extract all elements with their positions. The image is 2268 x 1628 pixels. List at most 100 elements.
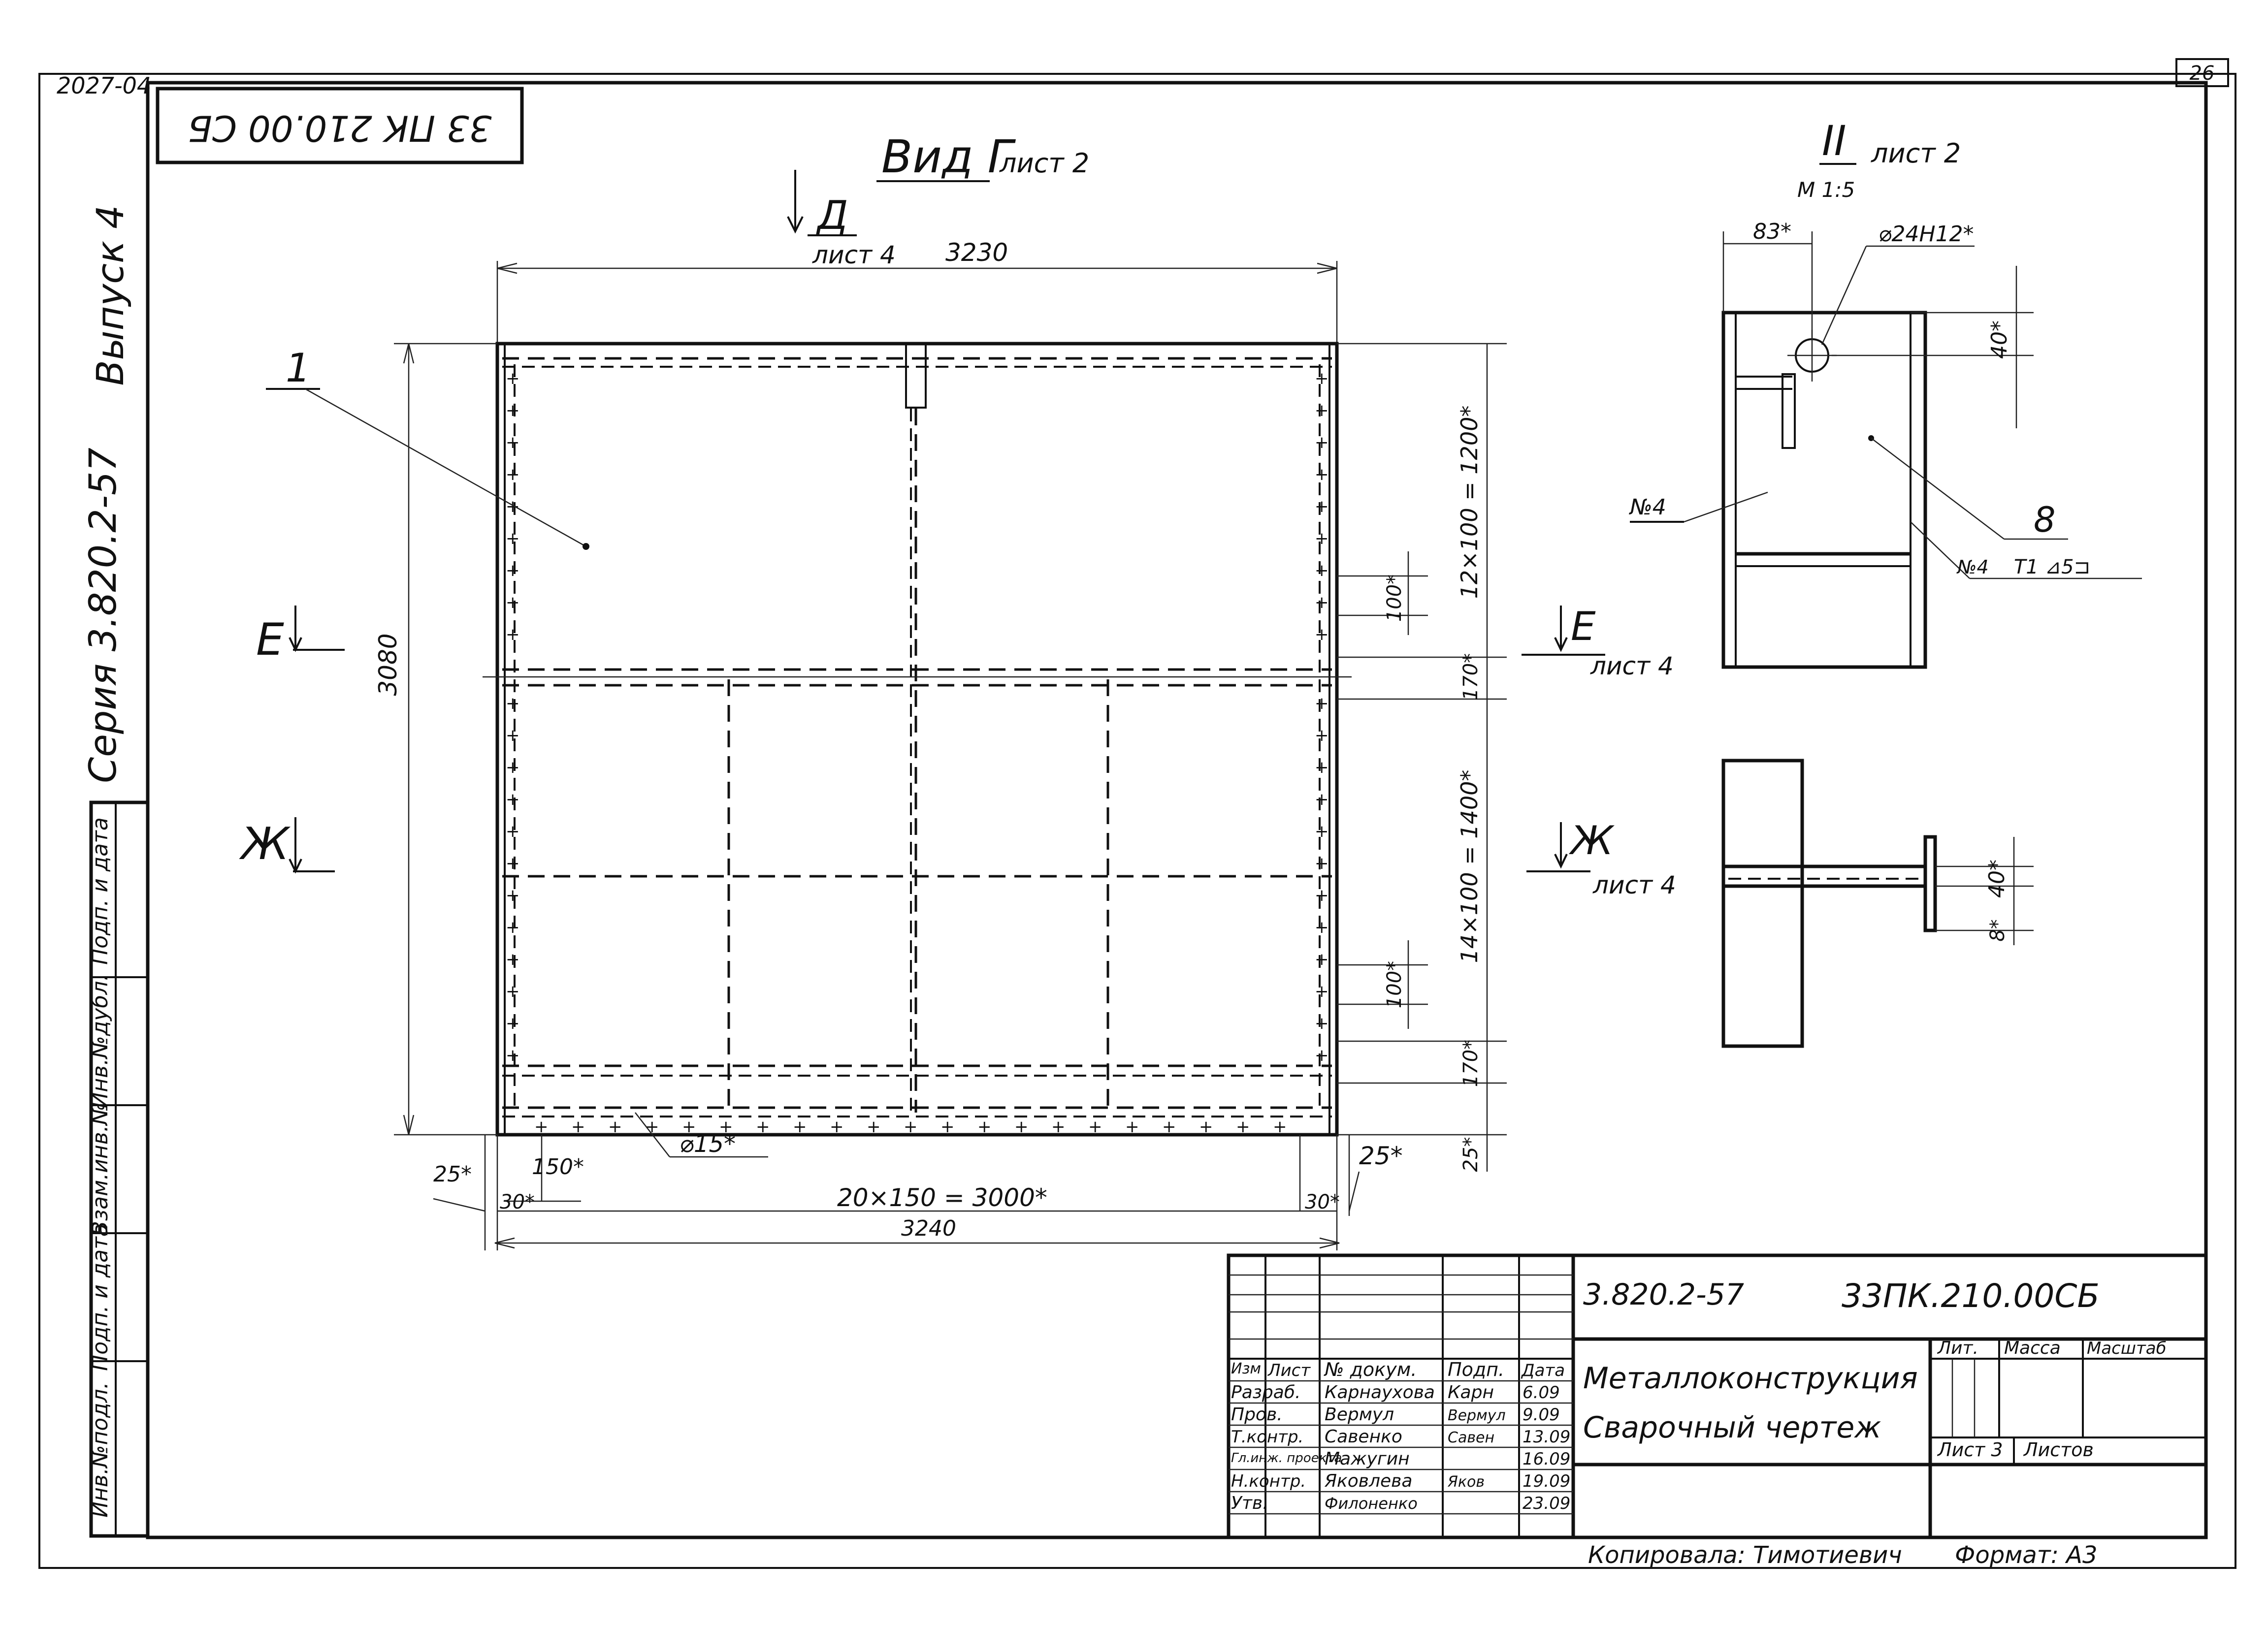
dim-height-left: 3080: [374, 633, 402, 696]
tb-list: Лист: [1267, 1361, 1311, 1380]
svg-text:+: +: [1315, 982, 1329, 1001]
side-col-4: Инв.№дубл.: [88, 974, 113, 1108]
side-col-1: Инв.№подл.: [88, 1382, 113, 1518]
stamp-box: [156, 87, 524, 164]
svg-text:+: +: [506, 918, 520, 937]
section-e: Е: [1571, 604, 1596, 649]
dim-width-bottom: 3240: [901, 1216, 956, 1241]
svg-text:+: +: [506, 726, 520, 745]
svg-text:+: +: [506, 982, 520, 1001]
tb-doc-code: 33ПК.210.00СБ: [1842, 1277, 2100, 1315]
svg-text:Мажугин: Мажугин: [1325, 1449, 1410, 1469]
side-col-5: Подп. и дата: [88, 817, 113, 965]
svg-text:+: +: [1125, 1117, 1139, 1137]
dim-25-right: 25*: [1359, 1142, 1403, 1170]
svg-text:6.09: 6.09: [1523, 1383, 1560, 1403]
svg-text:+: +: [1315, 1014, 1329, 1033]
archive-number: 2027-04: [57, 72, 151, 99]
dim-25-left: 25*: [433, 1162, 472, 1187]
svg-text:+: +: [1315, 401, 1329, 420]
tb-date: Дата: [1521, 1361, 1565, 1380]
svg-text:Савен: Савен: [1448, 1429, 1494, 1446]
pos-8: 8: [2034, 500, 2056, 540]
dim-40-ii: 40*: [1987, 320, 2012, 359]
svg-text:+: +: [830, 1117, 844, 1137]
svg-text:+: +: [506, 822, 520, 841]
svg-text:Карнаухова: Карнаухова: [1325, 1382, 1435, 1403]
svg-text:+: +: [506, 401, 520, 420]
svg-text:+: +: [534, 1117, 549, 1137]
svg-text:+: +: [506, 625, 520, 644]
svg-text:+: +: [682, 1117, 696, 1137]
sheet-number: 26: [2190, 62, 2215, 85]
tb-scale: Масштаб: [2087, 1339, 2167, 1358]
svg-text:Карн: Карн: [1448, 1382, 1494, 1403]
svg-text:+: +: [506, 465, 520, 484]
svg-text:+: +: [1315, 950, 1329, 969]
side-columns: Инв.№подл. Подп. и дата Взам.инв.№ Инв.№…: [88, 800, 150, 1538]
svg-text:+: +: [506, 758, 520, 777]
section-zh: Ж: [1568, 818, 1615, 863]
svg-text:Т.контр.: Т.контр.: [1231, 1427, 1303, 1447]
weld-right: №4: [1956, 556, 1989, 578]
tb-lit: Лит.: [1937, 1338, 1978, 1358]
detail-ii-ref: лист 2: [1871, 138, 1961, 169]
svg-text:Савенко: Савенко: [1325, 1427, 1402, 1447]
svg-text:+: +: [506, 561, 520, 580]
dim-bottom-pitch: 20×150 = 3000*: [837, 1183, 1047, 1212]
section-zh-ref: лист 4: [1592, 871, 1676, 899]
svg-text:+: +: [756, 1117, 770, 1137]
svg-text:+: +: [571, 1117, 585, 1137]
svg-text:+: +: [867, 1117, 881, 1137]
svg-text:16.09: 16.09: [1523, 1449, 1570, 1469]
svg-text:+: +: [1088, 1117, 1102, 1137]
svg-text:+: +: [1315, 433, 1329, 452]
svg-text:+: +: [1315, 758, 1329, 777]
svg-text:+: +: [1315, 822, 1329, 841]
side-col-3: Взам.инв.№: [88, 1103, 113, 1236]
issue-label: Выпуск 4: [88, 205, 132, 385]
svg-text:+: +: [506, 593, 520, 612]
dim-r-25: 25*: [1459, 1137, 1482, 1172]
tb-doc-series: 3.820.2-57: [1583, 1277, 1744, 1312]
svg-text:+: +: [506, 369, 520, 388]
svg-text:+: +: [1236, 1117, 1250, 1137]
tb-izm: Изм: [1231, 1360, 1261, 1377]
outer-frame: [38, 73, 2236, 1569]
copied-by: Копировала: Тимотиевич: [1588, 1541, 1902, 1569]
svg-text:Гл.инж. проекта: Гл.инж. проекта: [1231, 1451, 1342, 1466]
tb-sheets: Листов: [2023, 1439, 2094, 1461]
title-block: Изм Лист № докум. Подп. Дата Разраб. Кар…: [1227, 1253, 2208, 1569]
svg-text:+: +: [608, 1117, 622, 1137]
svg-text:+: +: [1315, 854, 1329, 873]
section-d-ref: лист 4: [812, 241, 896, 269]
svg-text:Филоненко: Филоненко: [1325, 1494, 1418, 1513]
dim-30-left: 30*: [500, 1191, 535, 1213]
detail-zh: 40* 8*: [1721, 759, 2034, 1048]
svg-text:+: +: [506, 433, 520, 452]
svg-text:+: +: [1199, 1117, 1213, 1137]
svg-text:+: +: [1315, 561, 1329, 580]
svg-text:+: +: [506, 854, 520, 873]
dim-r-top: 12×100 = 1200*: [1456, 406, 1483, 599]
dim-r-100: 100*: [1383, 575, 1406, 622]
svg-text:Утв.: Утв.: [1231, 1493, 1268, 1513]
sheet-number-box: [2175, 58, 2229, 87]
svg-text:+: +: [506, 886, 520, 905]
tb-name-2: Сварочный чертеж: [1583, 1410, 1881, 1445]
tb-sign: Подп.: [1448, 1359, 1504, 1380]
dim-r-170b: 170*: [1459, 1040, 1482, 1087]
side-col-2: Подп. и дата: [88, 1223, 113, 1371]
svg-text:+: +: [1315, 790, 1329, 809]
svg-text:+: +: [1315, 1046, 1329, 1065]
svg-text:+: +: [1315, 369, 1329, 388]
dim-r-100b: 100*: [1383, 961, 1406, 1008]
svg-text:+: +: [977, 1117, 992, 1137]
svg-text:+: +: [506, 694, 520, 713]
hole-dia: ⌀15*: [680, 1130, 736, 1158]
tb-mass: Масса: [2004, 1338, 2061, 1358]
view-title-ref: лист 2: [999, 148, 1089, 179]
weld-left: №4: [1628, 495, 1666, 520]
svg-text:+: +: [1315, 593, 1329, 612]
svg-text:+: +: [1051, 1117, 1066, 1137]
